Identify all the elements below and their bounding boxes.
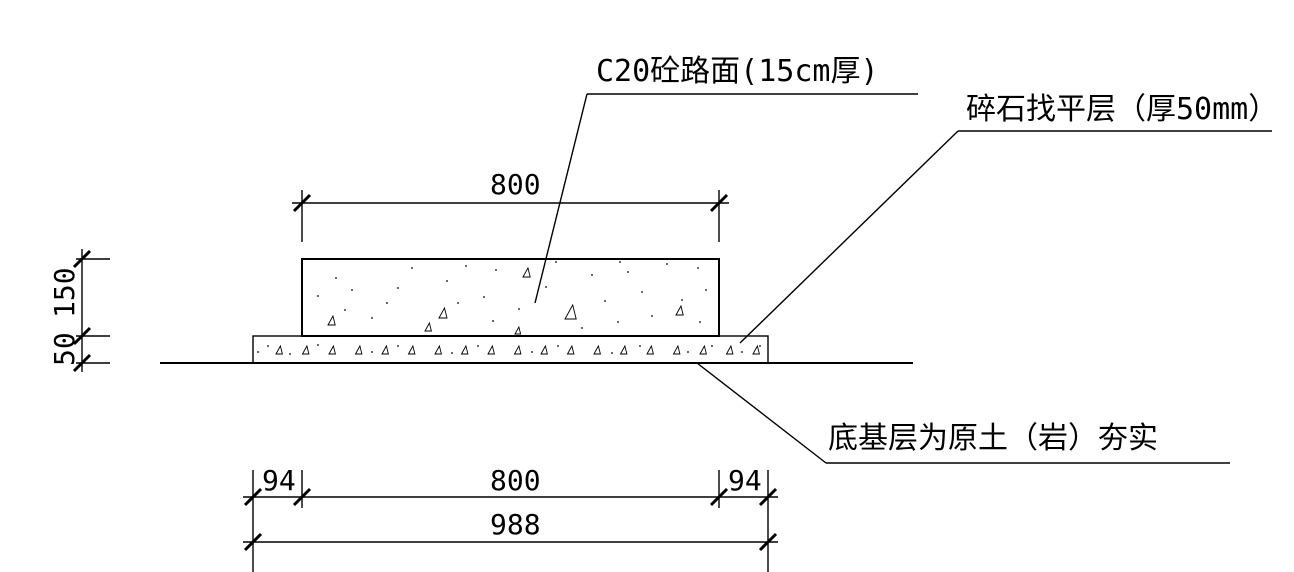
gravel-triangle-mark xyxy=(354,344,363,355)
concrete-dot-mark xyxy=(641,291,643,293)
concrete-dot-mark xyxy=(411,267,413,269)
concrete-triangle-mark xyxy=(514,325,522,335)
concrete-dot-mark xyxy=(681,299,683,301)
concrete-dot-mark xyxy=(446,280,448,282)
bottom-total-dimension xyxy=(243,532,778,552)
concrete-triangle-mark xyxy=(675,304,684,316)
concrete-dot-mark xyxy=(344,309,346,311)
concrete-dot-mark xyxy=(317,295,319,297)
concrete-dot-mark xyxy=(617,321,619,323)
concrete-dot-mark xyxy=(386,302,388,304)
vertical-dimension xyxy=(72,249,110,373)
gravel-triangle-mark xyxy=(407,344,416,355)
concrete-dot-mark xyxy=(604,300,606,302)
gravel-dot-mark xyxy=(611,352,613,354)
concrete-triangle-mark xyxy=(327,314,336,326)
gravel-triangle-mark xyxy=(672,344,681,355)
gravel-dot-mark xyxy=(257,351,259,353)
gravel-aggregate-marks xyxy=(257,344,761,355)
concrete-triangle-mark xyxy=(564,303,577,320)
gravel-triangle-mark xyxy=(725,344,734,355)
concrete-slab xyxy=(301,258,720,337)
concrete-dot-mark xyxy=(591,274,593,276)
leveling-leader xyxy=(739,130,1272,344)
concrete-dot-mark xyxy=(627,271,629,273)
gravel-triangle-mark xyxy=(699,344,707,355)
concrete-dot-mark xyxy=(581,327,583,329)
leveling-label: 碎石找平层（厚50mm） xyxy=(966,92,1278,127)
bottom-mid-value: 800 xyxy=(490,464,541,497)
concrete-dot-mark xyxy=(492,320,494,322)
gravel-dot-mark xyxy=(557,345,559,347)
concrete-dot-mark xyxy=(465,265,467,267)
bottom-partial-dimension xyxy=(243,470,778,572)
gravel-triangle-mark xyxy=(328,344,336,355)
top-width-dimension xyxy=(292,190,729,242)
concrete-dot-mark xyxy=(397,287,399,289)
concrete-triangle-mark xyxy=(424,321,432,332)
gravel-triangle-mark xyxy=(434,344,442,355)
gravel-triangle-mark xyxy=(752,344,760,355)
concrete-dot-mark xyxy=(697,267,699,269)
gravel-dot-mark xyxy=(267,345,269,347)
concrete-dot-mark xyxy=(518,308,520,310)
concrete-dot-mark xyxy=(371,317,373,319)
gravel-triangle-mark xyxy=(381,344,389,355)
vertical-50-value: 50 xyxy=(48,332,81,366)
concrete-dot-mark xyxy=(555,261,557,263)
concrete-dot-mark xyxy=(545,286,547,288)
gravel-dot-mark xyxy=(371,351,373,353)
concrete-dot-mark xyxy=(351,289,353,291)
gravel-dot-mark xyxy=(317,344,319,346)
concrete-dot-mark xyxy=(705,289,707,291)
concrete-dot-mark xyxy=(335,277,337,279)
gravel-dot-mark xyxy=(741,351,743,353)
concrete-dot-mark xyxy=(651,315,653,317)
concrete-aggregate-marks xyxy=(317,261,707,335)
gravel-triangle-mark xyxy=(460,344,469,355)
gravel-leveling-layer xyxy=(252,335,769,364)
concrete-dot-mark xyxy=(699,321,701,323)
concrete-dot-mark xyxy=(666,263,668,265)
gravel-triangle-mark xyxy=(540,344,548,355)
gravel-triangle-mark xyxy=(301,344,310,355)
gravel-triangle-mark xyxy=(619,344,628,355)
concrete-dot-mark xyxy=(619,261,621,263)
bottom-total-value: 988 xyxy=(490,508,541,541)
gravel-dot-mark xyxy=(289,353,291,355)
gravel-dot-mark xyxy=(477,345,479,347)
subgrade-label: 底基层为原土（岩）夯实 xyxy=(828,421,1158,456)
concrete-dot-mark xyxy=(483,296,485,298)
gravel-triangle-mark xyxy=(275,344,283,355)
gravel-dot-mark xyxy=(639,345,641,347)
concrete-dot-mark xyxy=(457,302,459,304)
gravel-triangle-mark xyxy=(487,344,495,355)
top-width-value: 800 xyxy=(490,168,541,201)
bottom-left-value: 94 xyxy=(262,464,296,497)
concrete-triangle-mark xyxy=(438,306,448,319)
gravel-triangle-mark xyxy=(513,344,522,355)
vertical-150-value: 150 xyxy=(48,267,81,318)
concrete-triangle-mark xyxy=(522,266,531,278)
gravel-dot-mark xyxy=(759,345,761,347)
gravel-triangle-mark xyxy=(593,344,601,355)
bottom-right-value: 94 xyxy=(728,464,762,497)
gravel-dot-mark xyxy=(687,351,689,353)
subgrade-leader xyxy=(696,362,1230,464)
gravel-triangle-mark xyxy=(566,344,575,355)
gravel-dot-mark xyxy=(451,352,453,354)
gravel-triangle-mark xyxy=(646,344,654,355)
surface-leader xyxy=(534,93,918,304)
concrete-dot-mark xyxy=(495,269,497,271)
gravel-dot-mark xyxy=(711,345,713,347)
gravel-dot-mark xyxy=(397,345,399,347)
surface-label: C20砼路面(15cm厚) xyxy=(596,54,879,89)
gravel-dot-mark xyxy=(531,351,533,353)
